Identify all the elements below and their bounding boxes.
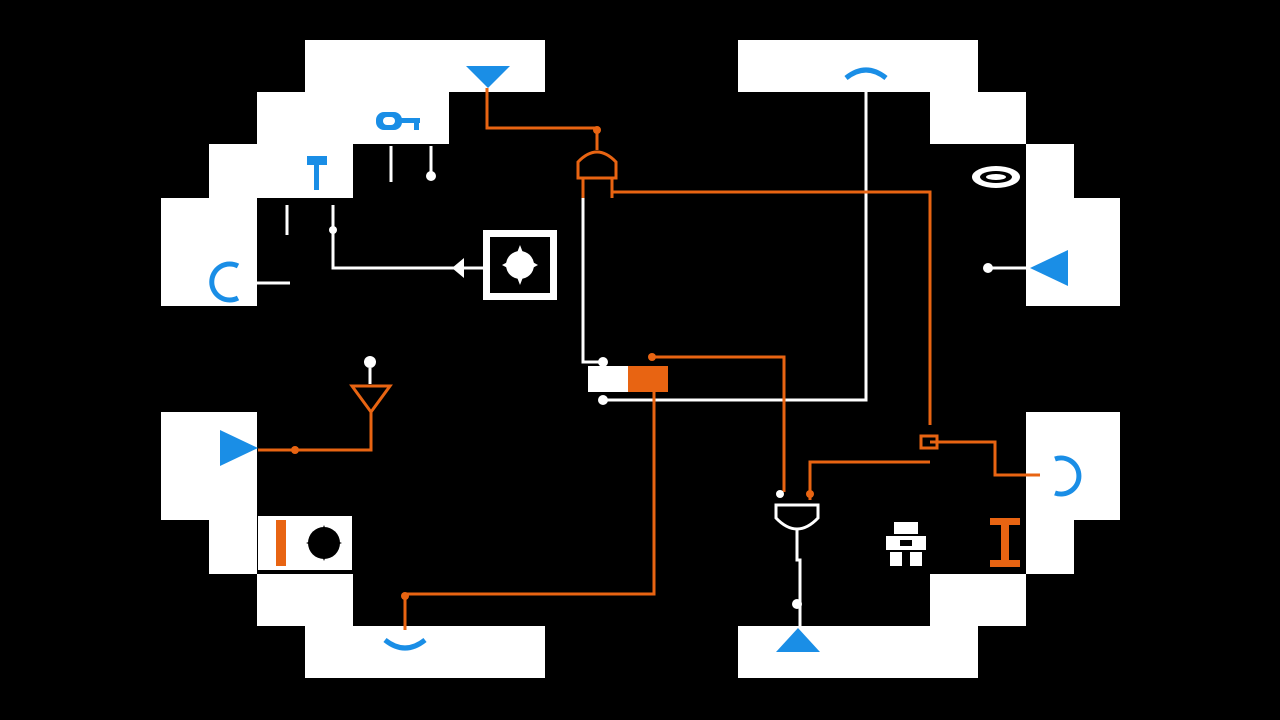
white-wires — [256, 82, 1030, 630]
blue-c-receptor-icon[interactable] — [209, 261, 240, 303]
or-gate-input-left — [776, 490, 784, 498]
i-beam-web — [1001, 524, 1009, 560]
blue-triangle-down-icon[interactable] — [466, 66, 510, 88]
connector — [983, 263, 993, 273]
white-wire-flipflop-to-top-right — [600, 82, 868, 402]
connector — [648, 353, 656, 361]
or-gate-body — [774, 503, 820, 531]
i-beam-icon[interactable] — [990, 518, 1020, 567]
key-shaft — [400, 118, 420, 123]
robot-player-icon[interactable] — [886, 522, 926, 566]
wall-bottom-right-4 — [738, 626, 978, 678]
blue-key-icon[interactable] — [376, 112, 420, 130]
player-chest — [900, 540, 912, 546]
thruster-icon[interactable] — [258, 516, 352, 570]
connector — [329, 226, 337, 234]
white-wire-spark-to-left — [331, 205, 483, 270]
orange-wire-right-to-receptor — [930, 440, 1040, 477]
not-gate-node — [364, 356, 376, 368]
orange-junction-right — [919, 434, 939, 450]
key-hole — [383, 117, 395, 125]
hammer-handle — [314, 164, 319, 190]
thruster-exhaust-rays — [306, 525, 342, 561]
white-wire-gate-to-flipflop — [581, 198, 600, 364]
key-tooth — [414, 118, 419, 130]
orange-wire-flipflop-to-bottom — [403, 390, 656, 630]
flip-flop-white-half — [588, 366, 628, 392]
or-gate-input-right — [806, 490, 814, 498]
flip-flop-orange-half — [628, 366, 668, 392]
blue-triangle-right-icon[interactable] — [220, 430, 258, 466]
white-eye-icon[interactable] — [972, 166, 1020, 188]
connector — [598, 357, 608, 367]
blue-arc-icon[interactable] — [844, 67, 888, 81]
wall-top-left-2 — [257, 92, 449, 144]
wall-top-right-2 — [930, 92, 1026, 144]
connector — [401, 592, 409, 600]
orange-wire-gate-to-right — [612, 190, 932, 425]
blue-arc-icon[interactable] — [383, 637, 427, 651]
connector — [426, 171, 436, 181]
wall-top-right-3 — [1026, 144, 1074, 198]
orange-wire-notgate-to-left — [258, 430, 373, 452]
chamber-walls — [161, 40, 1120, 678]
orange-wire-top-emitter-to-gate — [485, 88, 599, 150]
wall-bottom-right-2 — [1026, 520, 1074, 574]
wall-top-right-1 — [738, 40, 978, 92]
wire-connectors — [291, 126, 993, 600]
and-gate-icon[interactable] — [576, 150, 618, 198]
player-head — [894, 522, 918, 534]
wall-top-left-4 — [161, 198, 257, 306]
orange-wire-right-to-or — [808, 460, 930, 500]
connector — [598, 395, 608, 405]
wall-bottom-left-2 — [209, 520, 257, 574]
and-gate-body — [576, 150, 618, 180]
blue-triangle-left-icon[interactable] — [1030, 250, 1068, 286]
white-wire-or-to-bottom — [795, 530, 802, 630]
blue-devices — [209, 66, 1082, 652]
or-gate-icon[interactable] — [774, 490, 820, 609]
or-gate-output-node — [792, 599, 802, 609]
not-gate-icon[interactable] — [349, 356, 393, 430]
blue-triangle-up-icon[interactable] — [776, 628, 820, 652]
junction-box — [919, 434, 939, 450]
wall-bottom-right-3 — [930, 574, 1026, 626]
i-beam-top — [990, 518, 1020, 525]
player-leg-left — [890, 552, 902, 566]
connector — [291, 446, 299, 454]
hammer-head — [307, 156, 327, 165]
orange-wire-flipflop-to-or — [652, 355, 786, 492]
wall-top-right-4 — [1026, 198, 1120, 306]
not-gate-body — [349, 384, 393, 415]
wall-bottom-left-4 — [305, 626, 545, 678]
player-leg-right — [910, 552, 922, 566]
wall-bottom-left-1 — [161, 412, 257, 520]
thruster-bar — [276, 520, 286, 566]
spark-rays — [502, 245, 538, 285]
wall-bottom-left-3 — [257, 574, 353, 626]
spark-output-arrow — [452, 258, 464, 278]
flip-flop-icon[interactable] — [588, 366, 668, 392]
eye-pupil — [986, 174, 1006, 180]
blue-c-receptor-icon[interactable] — [1054, 455, 1082, 497]
sparkle-box-icon[interactable] — [452, 230, 557, 300]
wall-top-left-3 — [209, 144, 353, 198]
connector — [593, 126, 601, 134]
blue-hammer-icon[interactable] — [307, 156, 327, 190]
i-beam-bottom — [990, 560, 1020, 567]
